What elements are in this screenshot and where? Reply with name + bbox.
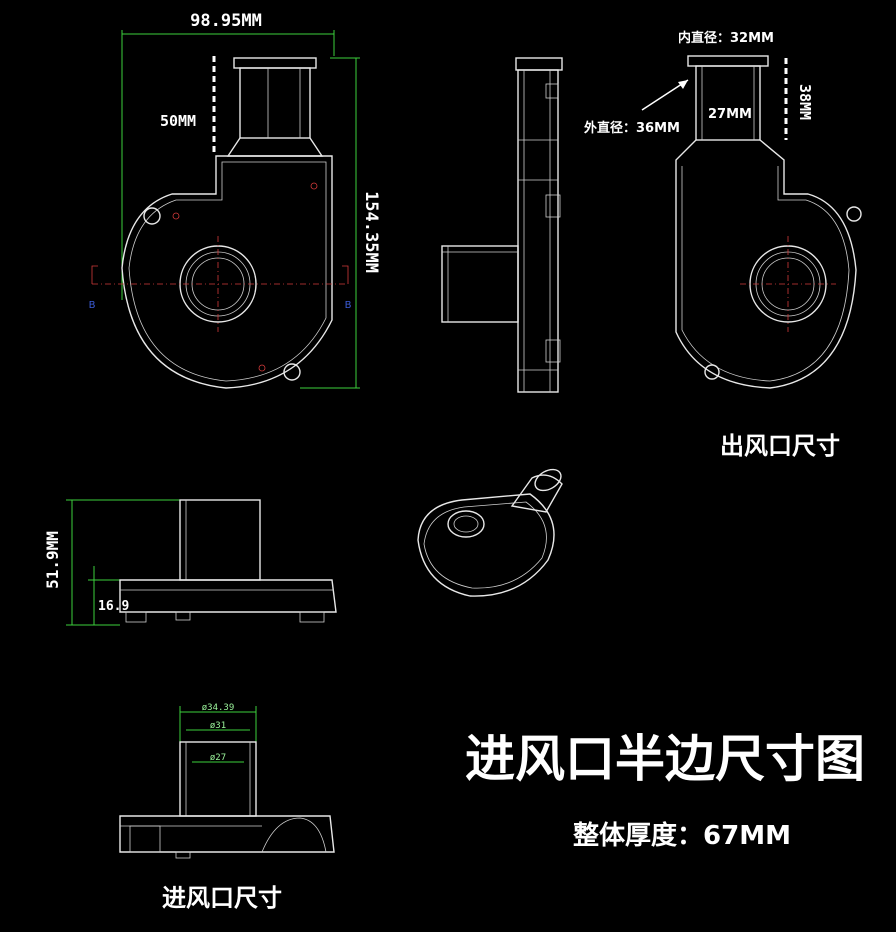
height-51-label: 51.9MM — [43, 531, 62, 589]
side-elevation: 51.9MM 16.9 — [43, 499, 337, 626]
thickness-label: 整体厚度：67MM — [573, 820, 791, 851]
inner-diameter-label: 内直径：32MM — [678, 30, 774, 46]
inlet-length-label: 50MM — [160, 112, 196, 130]
outlet-27-label: 27MM — [708, 107, 752, 122]
height-dimension-label: 154.35MM — [361, 191, 381, 273]
front-view: 98.95MM 50MM B B 154.35MM — [89, 11, 381, 389]
width-dimension-label: 98.95MM — [190, 11, 262, 31]
inlet-view: ø34.39 ø31 ø27 — [119, 703, 335, 859]
diameter-31-label: ø31 — [210, 721, 226, 731]
section-marker-left: B — [89, 300, 96, 311]
diameter-34-label: ø34.39 — [202, 703, 235, 713]
outlet-view: 内直径：32MM 27MM 38MM 外直径：36MM — [583, 30, 862, 389]
section-marker-right: B — [345, 300, 352, 311]
inlet-caption: 进风口尺寸 — [162, 884, 282, 912]
outlet-38-label: 38MM — [796, 84, 814, 120]
diameter-27-label: ø27 — [210, 753, 226, 763]
outer-diameter-label: 外直径：36MM — [583, 120, 680, 136]
main-title: 进风口半边尺寸图 — [465, 730, 865, 788]
outlet-caption: 出风口尺寸 — [720, 432, 840, 460]
base-16-label: 16.9 — [98, 599, 129, 614]
isometric-view — [417, 468, 563, 597]
side-view — [441, 57, 563, 393]
